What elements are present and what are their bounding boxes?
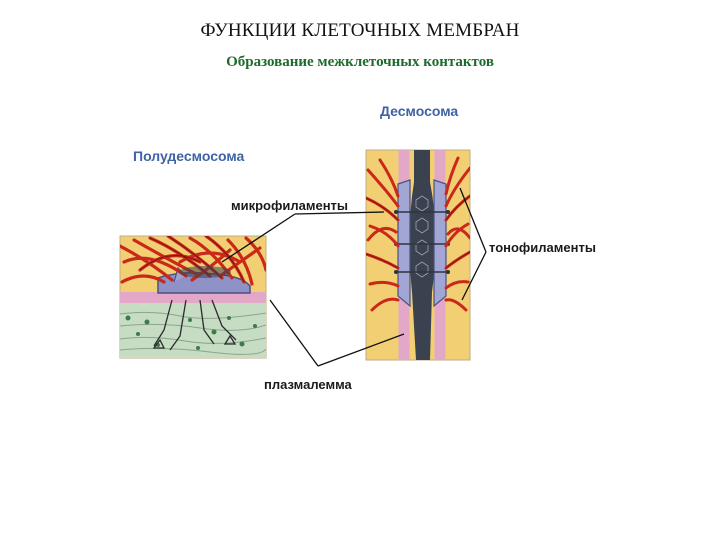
label-tonofilaments: тонофиламенты [489, 240, 596, 255]
leader-microfilaments-desmo [294, 211, 385, 215]
leader-microfilaments-hemi [221, 213, 296, 263]
slide-subtitle: Образование межклеточных контактов [226, 54, 494, 70]
desmosome-plaque-left [397, 179, 411, 308]
hemi-membrane [120, 292, 266, 303]
slide-title: ФУНКЦИИ КЛЕТОЧНЫХ МЕМБРАН [200, 20, 520, 41]
leader-tonofilaments-upper [459, 187, 487, 253]
leader-tonofilaments-lower [461, 251, 487, 301]
desmosome-plaque-right [433, 179, 447, 308]
leader-plasmalemma-hemi [269, 299, 319, 367]
label-desmosome: Десмосома [380, 103, 459, 119]
desmosome-illustration [365, 149, 471, 361]
label-plasmalemma: плазмалемма [264, 377, 352, 392]
label-hemidesmosome: Полудесмосома [133, 148, 245, 164]
hemidesmosome-illustration [119, 235, 267, 359]
label-microfilaments: микрофиламенты [231, 198, 349, 213]
leader-lines [221, 187, 487, 367]
leader-plasmalemma-desmo [317, 333, 405, 367]
